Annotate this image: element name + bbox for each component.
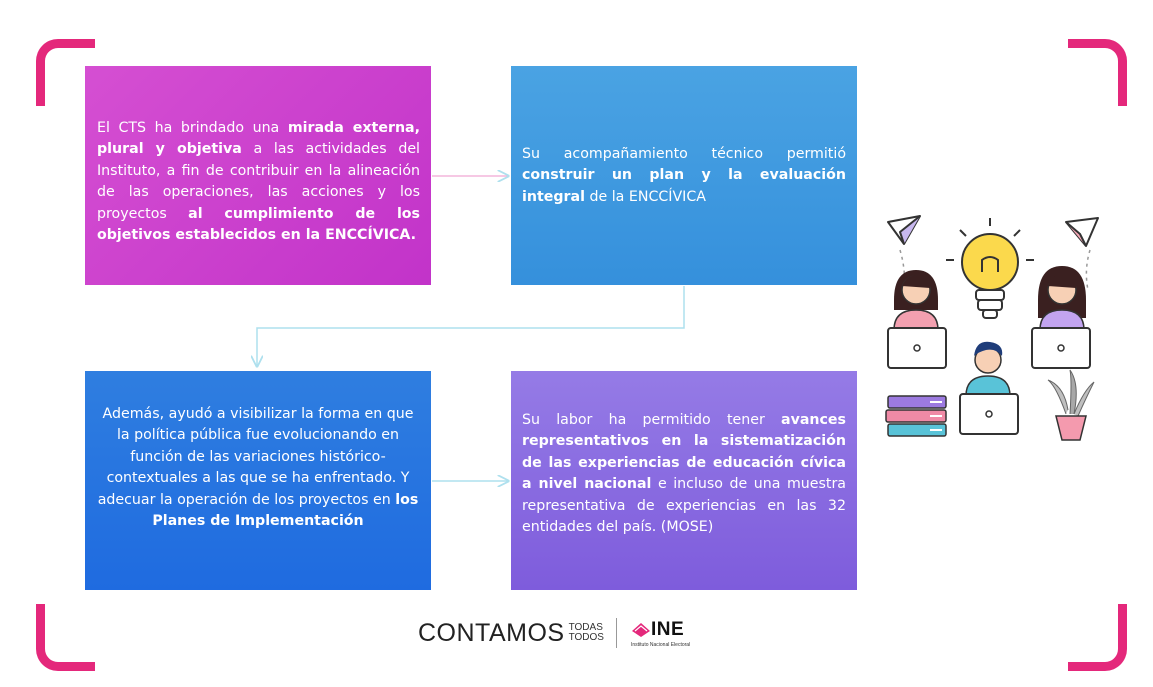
box4-bold-1: avances representativos en la sistematiz… [522, 412, 846, 493]
person-center-icon [959, 341, 1019, 435]
process-box-4: Su labor ha permitido tener avances repr… [511, 371, 857, 590]
box1-bold-2: al cumplimiento de los objetivos estable… [97, 205, 420, 244]
paper-plane-right-icon [1065, 217, 1099, 291]
brand-subtitle: TODAS TODOS [569, 623, 604, 643]
brand-sub-todas: TODAS [568, 622, 603, 633]
process-box-2: Su acompañamiento técnico permitió const… [511, 66, 857, 285]
process-box-3: Además, ayudó a visibilizar la forma en … [85, 371, 431, 590]
ine-mark-icon [631, 622, 650, 637]
ine-wordmark: INE [650, 618, 685, 640]
corner-bracket-bottom-left [36, 604, 95, 671]
box1-text-2: a las actividades del Instituto, a fin d… [97, 141, 420, 222]
box1-bold-1: mirada externa, plural y objetiva [97, 120, 421, 158]
process-box-1: El CTS ha brindado una mirada externa, p… [85, 66, 431, 285]
corner-bracket-bottom-right [1068, 604, 1127, 671]
box3-text-1: Además, ayudó a visibilizar la forma en … [97, 406, 414, 508]
plant-icon [1047, 369, 1095, 441]
brand-contamos: CONTAMOS [418, 618, 565, 647]
ine-logo: INE Instituto Nacional Electoral [631, 619, 690, 648]
person-right-icon [1031, 266, 1091, 369]
box3-bold-1: los Planes de Implementación [152, 491, 419, 530]
footer-logos: CONTAMOS TODAS TODOS INE Instituto Nacio… [418, 613, 690, 653]
box2-text-2: de la ENCCÍVICA [584, 188, 706, 205]
box1-text-1: El CTS ha brindado una [97, 120, 288, 136]
teamwork-illustration [885, 215, 1099, 441]
brand-sub-todos: TODOS [568, 632, 604, 643]
box2-text-1: Su acompañamiento técnico permitió [522, 146, 846, 162]
light-bulb-icon [946, 218, 1034, 319]
books-icon [885, 395, 947, 437]
box4-text-1: Su labor ha permitido tener [522, 412, 782, 428]
box2-bold-1: construir un plan y la evaluación integr… [522, 167, 846, 205]
corner-bracket-top-left [36, 39, 95, 106]
paper-plane-left-icon [887, 215, 921, 291]
ine-subtitle: Instituto Nacional Electoral [630, 641, 691, 648]
footer-divider [615, 618, 617, 648]
person-left-icon [887, 270, 947, 369]
box4-text-2: e incluso de una muestra representativa … [522, 476, 847, 536]
corner-bracket-top-right [1068, 39, 1127, 106]
